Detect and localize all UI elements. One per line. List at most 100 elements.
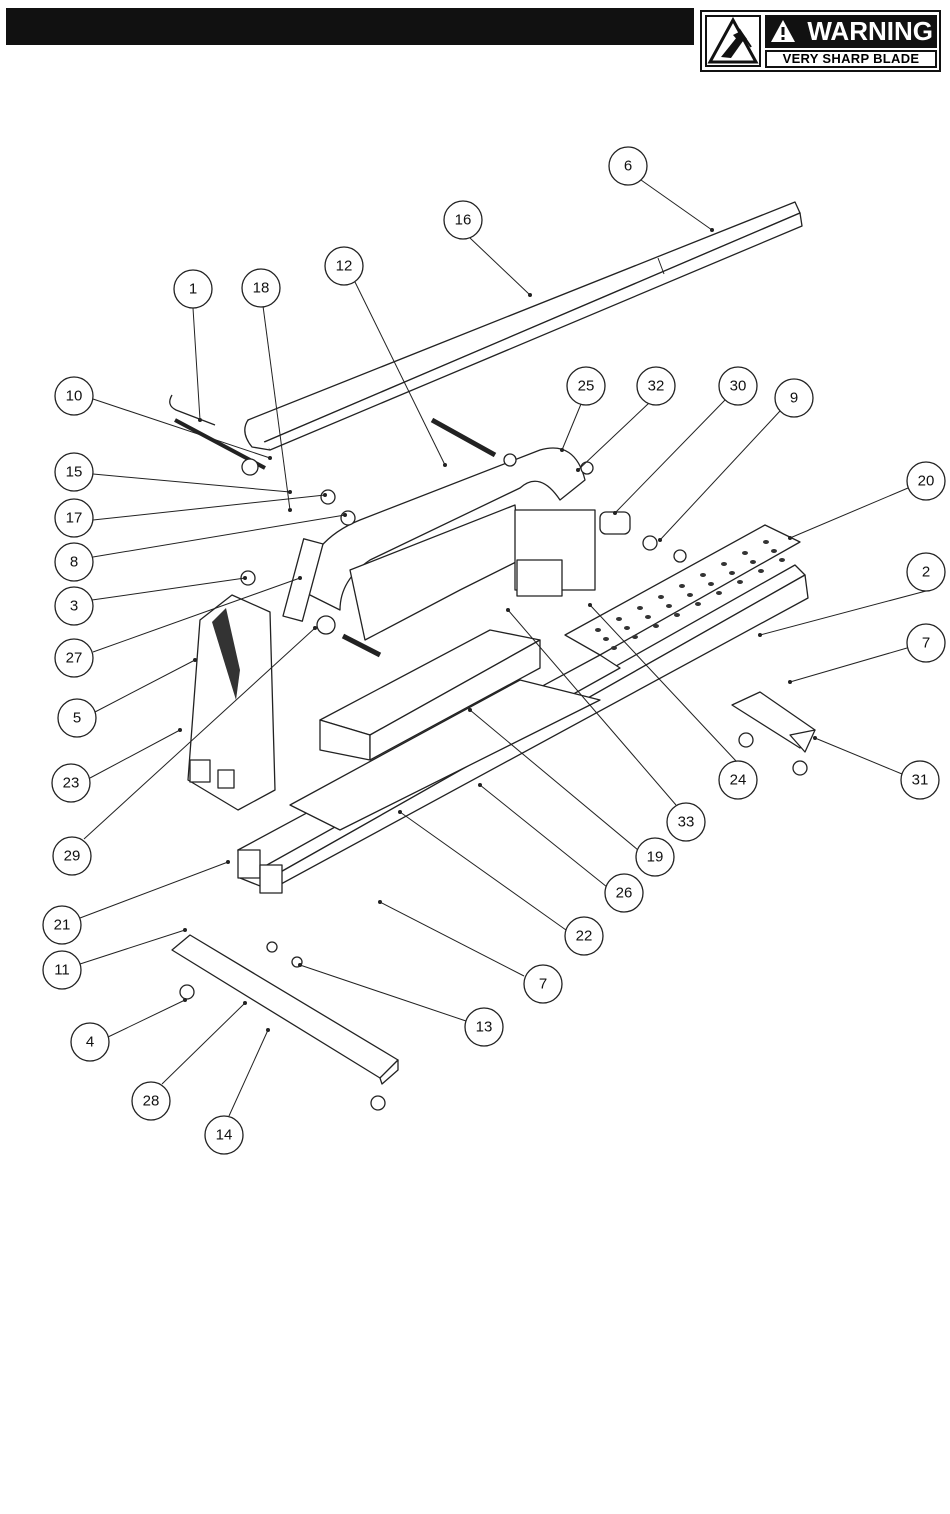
leader-arrow: [243, 576, 247, 580]
svg-text:19: 19: [647, 849, 664, 866]
callout-31: 31: [901, 761, 939, 799]
svg-text:14: 14: [216, 1127, 233, 1144]
svg-text:24: 24: [730, 772, 747, 789]
leader-arrow: [560, 448, 564, 452]
leader-arrow: [528, 293, 532, 297]
plate-hole: [758, 569, 764, 573]
leader-arrow: [178, 728, 182, 732]
leader-line: [790, 648, 907, 682]
leader-arrow: [193, 658, 197, 662]
svg-text:3: 3: [70, 598, 78, 615]
callout-28: 28: [132, 1082, 170, 1120]
leader-line: [578, 403, 649, 470]
leader-arrow: [288, 490, 292, 494]
plate-hole: [616, 617, 622, 621]
fastener: [341, 511, 355, 525]
leader-line: [470, 238, 530, 295]
svg-text:13: 13: [476, 1019, 493, 1036]
plate-hole: [708, 582, 714, 586]
leader-arrow: [226, 860, 230, 864]
leader-line: [93, 474, 290, 492]
plate-hole: [679, 584, 685, 588]
callout-18: 18: [242, 269, 280, 307]
leader-arrow: [588, 603, 592, 607]
callout-3: 3: [55, 587, 93, 625]
svg-text:27: 27: [66, 650, 83, 667]
svg-text:6: 6: [624, 158, 632, 175]
cutting-arm: [300, 448, 595, 640]
leader-line: [80, 930, 185, 964]
plate-hole: [658, 595, 664, 599]
plate-hole: [611, 646, 617, 650]
svg-text:8: 8: [70, 554, 78, 571]
leader-line: [641, 180, 712, 230]
leader-arrow: [298, 963, 302, 967]
leader-arrow: [378, 900, 382, 904]
plate-hole: [674, 613, 680, 617]
fastener: [793, 761, 807, 775]
fastener: [242, 459, 258, 475]
leader-line: [108, 1000, 185, 1037]
leader-line: [790, 488, 908, 538]
callout-22: 22: [565, 917, 603, 955]
plate-hole: [763, 540, 769, 544]
leader-line: [300, 965, 466, 1021]
svg-text:22: 22: [576, 928, 593, 945]
plate-hole: [603, 637, 609, 641]
callout-1: 1: [174, 270, 212, 308]
plate-hole: [716, 591, 722, 595]
axle-rod: [343, 636, 380, 655]
plate-hole: [737, 580, 743, 584]
leader-arrow: [788, 680, 792, 684]
leader-line: [95, 660, 195, 712]
svg-text:21: 21: [54, 917, 71, 934]
callout-7-bottom: 7: [524, 965, 562, 1003]
leader-line: [400, 812, 566, 930]
leader-arrow: [183, 928, 187, 932]
callout-20: 20: [907, 462, 945, 500]
callout-15: 15: [55, 453, 93, 491]
leader-arrow: [268, 456, 272, 460]
leader-arrow: [443, 463, 447, 467]
svg-text:11: 11: [54, 962, 70, 979]
fastener: [180, 985, 194, 999]
fastener: [267, 942, 277, 952]
plate-hole: [624, 626, 630, 630]
svg-text:29: 29: [64, 848, 81, 865]
fastener: [581, 462, 593, 474]
callout-14: 14: [205, 1116, 243, 1154]
callout-4: 4: [71, 1023, 109, 1061]
leader-arrow: [576, 468, 580, 472]
plate-hole: [729, 571, 735, 575]
leader-arrow: [398, 810, 402, 814]
callout-13: 13: [465, 1008, 503, 1046]
svg-text:7: 7: [539, 976, 547, 993]
callout-10: 10: [55, 377, 93, 415]
svg-text:30: 30: [730, 378, 747, 395]
callout-5: 5: [58, 699, 96, 737]
plate-hole: [700, 573, 706, 577]
leader-arrow: [506, 608, 510, 612]
leader-line: [660, 411, 780, 540]
plate-hole: [771, 549, 777, 553]
plate-hole: [632, 635, 638, 639]
leader-line: [480, 785, 607, 887]
leader-line: [92, 578, 245, 600]
fastener: [504, 454, 516, 466]
leader-arrow: [198, 418, 202, 422]
leader-arrow: [468, 708, 472, 712]
leader-arrow: [758, 633, 762, 637]
leader-line: [90, 730, 180, 778]
svg-text:28: 28: [143, 1093, 160, 1110]
plate-hole: [721, 562, 727, 566]
svg-text:16: 16: [455, 212, 472, 229]
leader-arrow: [478, 783, 482, 787]
plate-hole: [687, 593, 693, 597]
leader-line: [562, 404, 581, 450]
svg-text:26: 26: [616, 885, 633, 902]
fastener: [321, 490, 335, 504]
leader-arrow: [243, 1001, 247, 1005]
leader-line: [193, 308, 200, 420]
leader-arrow: [710, 228, 714, 232]
plate-hole: [750, 560, 756, 564]
